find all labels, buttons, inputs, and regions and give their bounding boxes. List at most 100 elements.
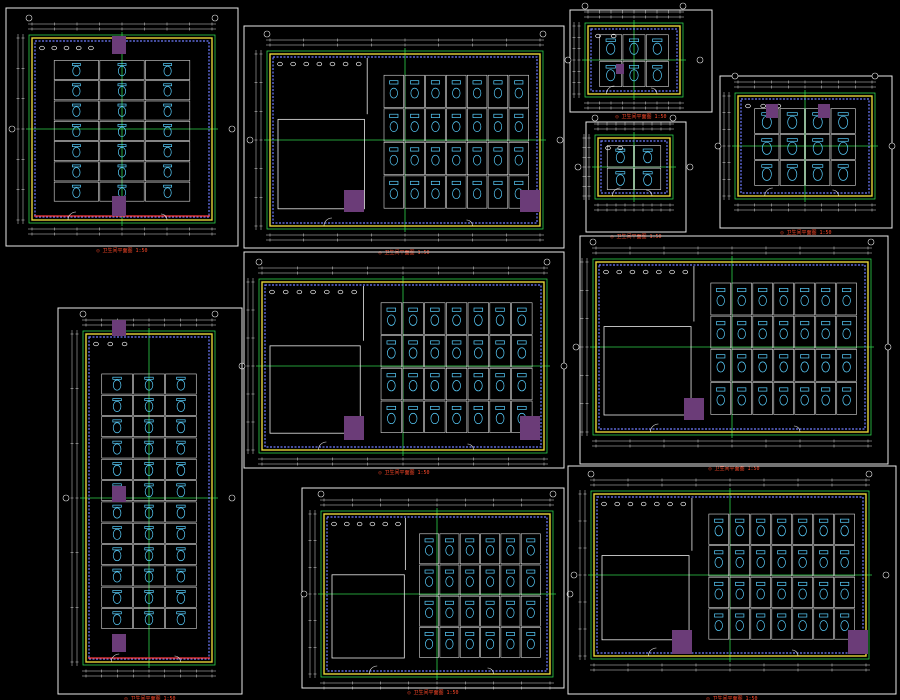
- toilet-bowl-icon: [452, 121, 461, 132]
- shaft-block-icon: [818, 104, 830, 118]
- drawing-plan-g[interactable]: ◎ 卫生间平面图 1:50: [572, 235, 892, 472]
- shaft-block-icon: [112, 36, 126, 54]
- sheet-border: [719, 75, 893, 229]
- toilet-bowl-icon: [431, 87, 440, 99]
- toilet-bowl-icon: [838, 141, 849, 155]
- washbasin-icon: [760, 103, 766, 109]
- toilet-bowl-icon: [72, 146, 81, 158]
- dimension-lines: [582, 122, 674, 212]
- drawing-plan-j[interactable]: ◎ 卫生间平面图 1:50: [567, 465, 897, 700]
- toilet-bowl-icon: [737, 295, 746, 307]
- sheet-border: [57, 307, 243, 695]
- toilet-bowl-icon: [430, 314, 440, 326]
- washbasin-icon: [369, 521, 376, 527]
- toilet-bowl-icon: [144, 507, 154, 519]
- toilet-bowl-icon: [163, 106, 172, 117]
- toilet-bowl-icon: [495, 347, 505, 359]
- grid-bubble-icon: [228, 125, 236, 133]
- toilet-bowl-icon: [800, 328, 809, 340]
- toilet-bowl-icon: [787, 167, 798, 181]
- grid-bubble-icon: [714, 142, 722, 150]
- toilet-bowl-icon: [452, 347, 461, 359]
- grid-bubble-icon: [871, 72, 879, 80]
- shaft-block-icon: [616, 64, 624, 74]
- toilet-bowl-icon: [144, 528, 154, 540]
- toilet-bowl-icon: [474, 314, 483, 326]
- washbasin-icon: [745, 103, 751, 109]
- drawing-plan-c[interactable]: ◎ 卫生间平面图 1:50: [564, 2, 713, 120]
- drawing-plan-f[interactable]: ◎ 卫生间平面图 1:50: [238, 251, 568, 476]
- washbasin-icon: [355, 61, 362, 67]
- toilet-bowl-icon: [798, 588, 807, 600]
- fixtures: [331, 521, 541, 675]
- drawing-plan-d[interactable]: ◎ 卫生间平面图 1:50: [574, 114, 694, 240]
- drawing-plan-e[interactable]: ◎ 卫生间平面图 1:50: [714, 72, 896, 236]
- washbasin-icon: [329, 61, 336, 67]
- toilet-bowl-icon: [430, 347, 440, 359]
- drawing-plan-a[interactable]: ◎ 卫生间平面图 1:50: [5, 7, 239, 254]
- toilet-bowl-icon: [410, 154, 419, 166]
- toilet-bowl-icon: [812, 141, 823, 155]
- toilet-bowl-icon: [474, 380, 483, 392]
- toilet-bowl-icon: [176, 443, 186, 455]
- toilet-bowl-icon: [452, 154, 461, 166]
- toilet-bowl-icon: [465, 607, 474, 618]
- toilet-bowl-icon: [144, 400, 154, 412]
- washbasin-icon: [342, 61, 349, 67]
- grid-bubble-icon: [62, 494, 70, 502]
- toilet-bowl-icon: [452, 412, 461, 425]
- washbasin-icon: [395, 521, 401, 527]
- toilet-bowl-icon: [716, 328, 725, 340]
- toilet-bowl-icon: [514, 87, 523, 99]
- walls: [323, 513, 551, 675]
- grid-bubble-icon: [25, 14, 33, 22]
- drawing-plan-b[interactable]: ◎ 卫生间平面图 1:50: [243, 25, 565, 256]
- grid-bubble-icon: [865, 470, 873, 478]
- washbasin-icon: [344, 521, 350, 527]
- washbasin-icon: [682, 269, 689, 275]
- toilet-bowl-icon: [526, 607, 535, 618]
- toilet-bowl-icon: [387, 314, 396, 326]
- fixtures: [601, 501, 855, 657]
- shaft-block-icon: [112, 196, 126, 216]
- washbasin-icon: [39, 45, 45, 51]
- toilet-bowl-icon: [761, 115, 772, 129]
- fixtures: [269, 289, 533, 451]
- toilet-bowl-icon: [493, 154, 503, 166]
- toilet-bowl-icon: [430, 380, 440, 392]
- toilet-bowl-icon: [779, 361, 788, 373]
- toilet-bowl-icon: [176, 571, 186, 583]
- toilet-bowl-icon: [735, 588, 744, 600]
- dimension-lines: [16, 22, 216, 236]
- door-swing-icon: [487, 667, 494, 675]
- toilet-bowl-icon: [787, 141, 798, 155]
- toilet-bowl-icon: [425, 638, 434, 650]
- toilet-bowl-icon: [821, 295, 830, 307]
- toilet-bowl-icon: [493, 121, 503, 132]
- washbasin-icon: [75, 45, 82, 51]
- toilet-bowl-icon: [408, 314, 418, 326]
- grid-bubble-icon: [539, 30, 547, 38]
- toilet-bowl-icon: [838, 115, 849, 129]
- door-swing-icon: [318, 441, 327, 451]
- toilet-bowl-icon: [452, 87, 461, 99]
- shaft-block-icon: [520, 416, 540, 440]
- toilet-bowl-icon: [431, 121, 440, 132]
- drawing-plan-h[interactable]: ◎ 卫生间平面图 1:50: [57, 307, 243, 700]
- toilet-bowl-icon: [779, 295, 788, 307]
- grid-bubble-icon: [572, 343, 580, 351]
- toilet-bowl-icon: [72, 126, 81, 138]
- grid-axes: [300, 490, 574, 680]
- toilet-bowl-icon: [410, 188, 419, 200]
- toilet-bowl-icon: [514, 121, 523, 132]
- dimension-lines: [722, 80, 876, 212]
- toilet-bowl-icon: [800, 361, 809, 373]
- toilet-bowl-icon: [387, 412, 396, 425]
- toilet-bowl-icon: [445, 576, 454, 587]
- toilet-bowl-icon: [758, 394, 767, 406]
- toilet-bowl-icon: [486, 545, 495, 556]
- drawing-plan-i[interactable]: ◎ 卫生间平面图 1:50: [300, 487, 574, 696]
- sheet-border: [585, 121, 687, 233]
- toilet-bowl-icon: [112, 550, 122, 562]
